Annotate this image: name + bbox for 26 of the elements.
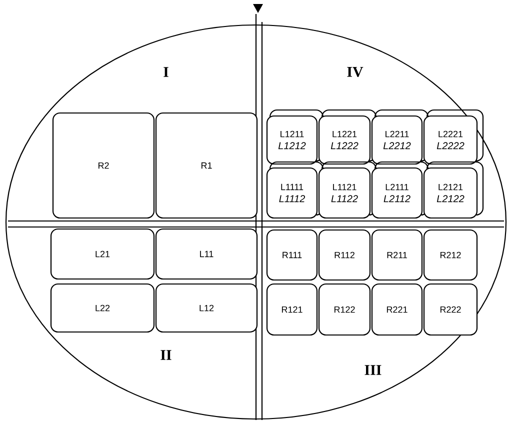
cell-box: R221: [371, 283, 423, 336]
cell-box: L12: [155, 283, 258, 333]
cell-box: L1121 L1122: [318, 161, 377, 219]
quadrant-numeral: II: [160, 350, 172, 360]
cell-box: L1111 L1112: [266, 161, 324, 219]
cell-box: R121: [266, 283, 318, 336]
quadrant-numeral: I: [164, 67, 168, 77]
cell-box: L22: [50, 283, 155, 333]
quadrant-numeral: IV: [347, 66, 364, 77]
cell-box: L2211 L2212: [371, 109, 429, 165]
cell-box: R1: [155, 112, 258, 219]
cell-box: L21: [50, 228, 155, 280]
cell-box: R211: [371, 229, 423, 281]
cell-box: R122: [318, 283, 371, 336]
cell-box: R212: [423, 229, 478, 281]
cell-box: R2: [52, 112, 155, 219]
cell-box: R222: [423, 283, 478, 336]
cell-box: L1221 L1222: [318, 109, 377, 165]
cell-box: L2121 L2122: [423, 161, 484, 219]
cell-box: L2111 L2112: [371, 161, 429, 219]
cell-box: L2221 L2222: [423, 109, 484, 165]
cell-box: L11: [155, 228, 258, 280]
cell-box: R112: [318, 229, 371, 281]
cell-box: L1211 L1212: [266, 109, 324, 165]
quadrant-numeral: III: [364, 365, 382, 375]
cell-box: R111: [266, 229, 318, 281]
